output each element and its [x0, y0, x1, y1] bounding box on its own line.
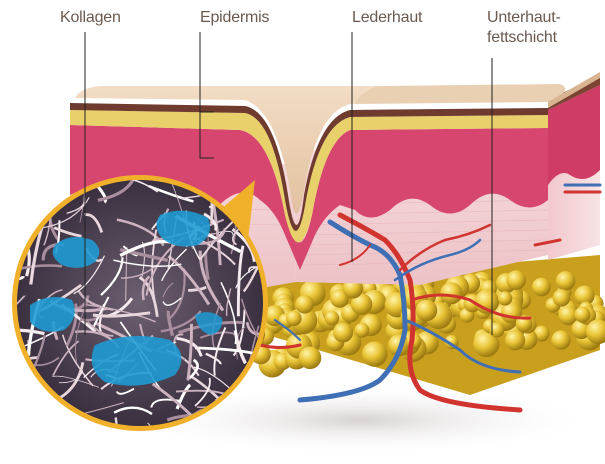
collagen-fiber	[24, 393, 46, 408]
fat-globule	[506, 270, 526, 290]
label-unterhaut-line1: Unterhaut-	[487, 8, 561, 28]
collagen-fiber	[0, 251, 16, 276]
fat-globule	[489, 322, 504, 337]
fat-globule	[553, 289, 570, 306]
fat-globule	[532, 278, 551, 297]
label-lederhaut: Lederhaut	[352, 8, 422, 28]
label-unterhaut-line2: fettschicht	[487, 28, 561, 48]
fat-globule	[440, 282, 462, 304]
fat-globule	[556, 271, 576, 291]
fat-globule	[498, 291, 512, 305]
fat-globule	[505, 330, 525, 350]
fat-globule	[362, 341, 387, 366]
collagen-fiber	[4, 380, 28, 411]
fat-globule	[574, 307, 590, 323]
fat-globule	[299, 347, 322, 370]
fat-globule	[355, 323, 370, 338]
collagen-fiber	[0, 358, 27, 369]
fat-globule	[416, 300, 438, 322]
collagen-fiber	[23, 425, 45, 464]
fat-globule	[295, 295, 314, 314]
fat-globule	[325, 311, 339, 325]
fat-globule	[551, 330, 570, 349]
fat-globule	[333, 323, 353, 343]
fat-globule	[286, 311, 301, 326]
label-kollagen: Kollagen	[60, 8, 121, 28]
label-unterhautfettschicht: Unterhaut- fettschicht	[487, 8, 561, 48]
label-epidermis: Epidermis	[200, 8, 269, 28]
